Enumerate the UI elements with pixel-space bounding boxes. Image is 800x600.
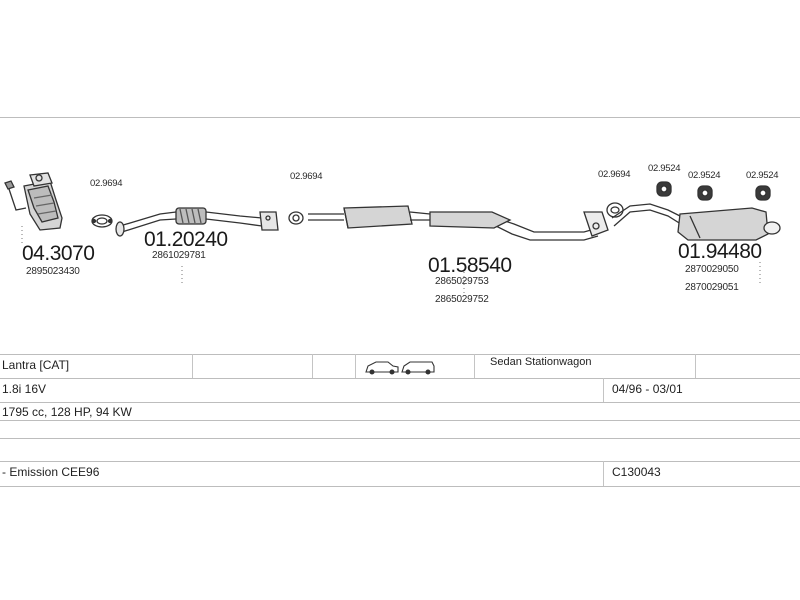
specs-cell: 1795 cc, 128 HP, 94 KW	[2, 405, 132, 419]
middle-pipe-drawing	[308, 205, 609, 241]
rubber-2-label: 02.9524	[688, 170, 721, 181]
table-line-7	[0, 486, 800, 487]
table-col-line-5	[695, 354, 696, 378]
table-col-line-7	[603, 461, 604, 486]
emission-cell: - Emission CEE96	[2, 465, 100, 479]
table-col-line-1	[192, 354, 193, 378]
gasket-2-label: 02.9694	[290, 171, 323, 182]
table-line-3	[0, 402, 800, 403]
table-col-line-4	[474, 354, 475, 378]
middle-silencer-oem-1: 2865029753	[435, 276, 489, 287]
rear-silencer-oem-2: 2870029051	[685, 282, 739, 293]
middle-silencer-oem-2: 2865029752	[435, 294, 489, 305]
lambda-wire	[7, 185, 27, 211]
gasket-1-label: 02.9694	[90, 178, 123, 189]
table-col-line-6	[603, 378, 604, 402]
engine-cell: 1.8i 16V	[2, 382, 47, 396]
front-pipe-drawing	[115, 207, 279, 237]
table-line-4	[0, 420, 800, 421]
table-line-1	[0, 354, 800, 355]
front-pipe-part-number: 01.20240	[144, 228, 228, 251]
rear-silencer-oem-1: 2870029050	[685, 264, 739, 275]
frame-top-line	[0, 117, 800, 118]
rubber-3-label: 02.9524	[746, 170, 779, 181]
code-cell: C130043	[612, 465, 661, 479]
gasket-2-drawing	[288, 211, 304, 225]
rear-silencer-part-number: 01.94480	[678, 240, 762, 263]
front-pipe-oem-number: 2861029781	[152, 250, 206, 261]
gasket-3-drawing	[606, 202, 624, 218]
gasket-1-drawing	[91, 214, 113, 228]
table-line-6	[0, 461, 800, 462]
rubber-mount-1-drawing	[656, 181, 672, 197]
rubber-mount-3-drawing	[755, 185, 771, 201]
rubber-mount-2-drawing	[697, 185, 713, 201]
lambda-plug	[4, 180, 15, 190]
table-col-line-3	[355, 354, 356, 378]
table-line-5	[0, 438, 800, 439]
table-col-line-2	[312, 354, 313, 378]
catalyst-part-number: 04.3070	[22, 242, 95, 265]
model-cell: Lantra [CAT]	[2, 358, 70, 372]
table-line-2	[0, 378, 800, 379]
rubber-1-label: 02.9524	[648, 163, 681, 174]
body-type-cell: Sedan Stationwagon	[490, 356, 592, 368]
years-cell: 04/96 - 03/01	[612, 382, 683, 396]
catalyst-drawing	[23, 172, 63, 231]
rear-silencer-drawing	[611, 203, 781, 241]
middle-silencer-part-number: 01.58540	[428, 254, 512, 277]
gasket-3-label: 02.9694	[598, 169, 631, 180]
catalyst-oem-number: 2895023430	[26, 266, 80, 277]
